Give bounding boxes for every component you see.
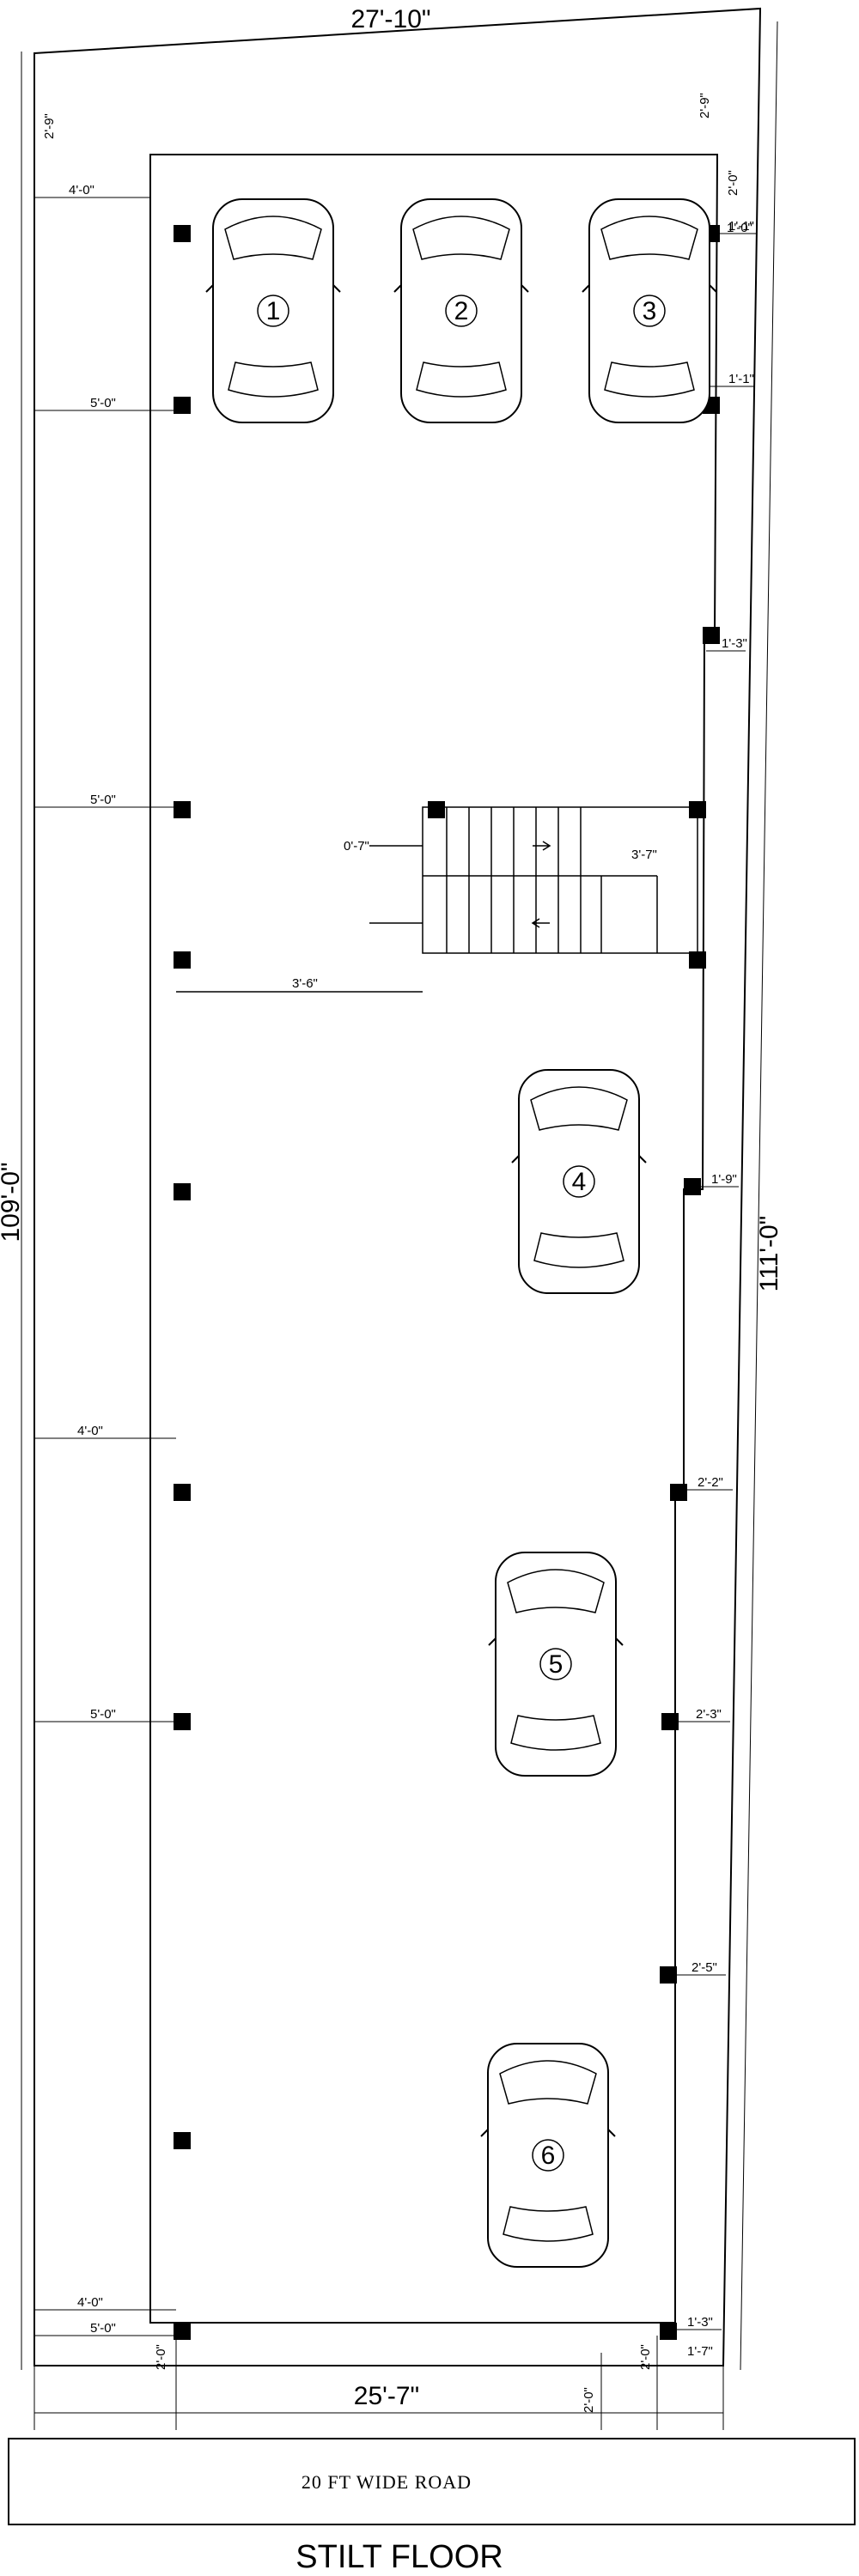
road-box <box>8 2438 856 2525</box>
column-16 <box>670 1484 687 1501</box>
bottom-left-dim: 2'-0" <box>154 2344 168 2370</box>
car-number-4: 4 <box>572 1168 587 1196</box>
car-2: 2 <box>393 198 529 423</box>
car-number-1: 1 <box>266 297 281 325</box>
column-2 <box>174 801 191 818</box>
stair-landing-label: 3'-7" <box>631 848 657 862</box>
car-6: 6 <box>480 2043 616 2268</box>
top-right-stack-1: 1'-0" <box>727 221 752 235</box>
staircase <box>176 806 698 993</box>
column-0 <box>174 225 191 242</box>
left-dim-0: 4'-0" <box>69 183 94 197</box>
column-7 <box>174 2132 191 2149</box>
right-dim-3: 1'-9" <box>711 1172 737 1187</box>
column-18 <box>660 1966 677 1984</box>
stair-offset-label: 3'-6" <box>292 976 318 991</box>
columns <box>174 225 720 2340</box>
column-1 <box>174 397 191 414</box>
left-dim-4: 5'-0" <box>90 1707 116 1722</box>
right-dim-4: 2'-2" <box>698 1475 723 1490</box>
column-15 <box>684 1178 701 1195</box>
right-setback-dims <box>665 233 756 2330</box>
column-11 <box>703 627 720 644</box>
car-5: 5 <box>488 1552 624 1777</box>
stair-left-label: 0'-7" <box>344 839 369 854</box>
right-dim-0: 1'-1" <box>728 219 754 234</box>
top-right-stack-0: 2'-0" <box>726 170 740 196</box>
column-12 <box>428 801 445 818</box>
column-14 <box>689 951 706 969</box>
right-depth-dim: 111'-0" <box>755 1216 783 1292</box>
right-dim-2: 1'-3" <box>722 636 747 651</box>
right-dim-6: 2'-5" <box>691 1960 717 1975</box>
setback-top-left: 2'-9" <box>42 113 57 139</box>
bottom-dims <box>34 2336 724 2430</box>
column-8 <box>174 2323 191 2340</box>
bottom-width-dim: 25'-7" <box>354 2382 419 2410</box>
left-setback-dims <box>34 197 176 2336</box>
column-19 <box>660 2323 677 2340</box>
column-13 <box>689 801 706 818</box>
column-5 <box>174 1484 191 1501</box>
column-4 <box>174 1183 191 1200</box>
car-1: 1 <box>205 198 341 423</box>
car-number-5: 5 <box>549 1650 564 1679</box>
right-dim-5: 2'-3" <box>696 1707 722 1722</box>
road-label: 20 FT WIDE ROAD <box>302 2471 472 2493</box>
cars: 1 2 3 4 5 6 <box>205 198 717 2268</box>
plan-title: STILT FLOOR <box>295 2539 503 2575</box>
top-width-dim: 27'-10" <box>350 5 430 33</box>
right-dim-7: 1'-3" <box>687 2315 713 2330</box>
car-number-3: 3 <box>643 297 657 325</box>
bottom-right-dim: 2'-0" <box>638 2344 653 2370</box>
left-dim-5: 4'-0" <box>77 2295 103 2310</box>
car-number-6: 6 <box>541 2142 556 2170</box>
bottom-mid-dim: 2'-0" <box>582 2387 596 2413</box>
column-3 <box>174 951 191 969</box>
left-dim-3: 4'-0" <box>77 1424 103 1438</box>
left-dim-6: 5'-0" <box>90 2321 116 2336</box>
car-4: 4 <box>511 1069 647 1294</box>
column-6 <box>174 1713 191 1730</box>
left-dim-1: 5'-0" <box>90 396 116 410</box>
car-3: 3 <box>582 198 717 423</box>
left-dim-2: 5'-0" <box>90 793 116 807</box>
right-dim-1: 1'-1" <box>728 372 754 386</box>
right-dim-8: 1'-7" <box>687 2344 713 2359</box>
column-17 <box>661 1713 679 1730</box>
setback-top-right: 2'-9" <box>698 93 712 118</box>
car-number-2: 2 <box>454 297 469 325</box>
left-depth-dim: 109'-0" <box>0 1162 25 1242</box>
